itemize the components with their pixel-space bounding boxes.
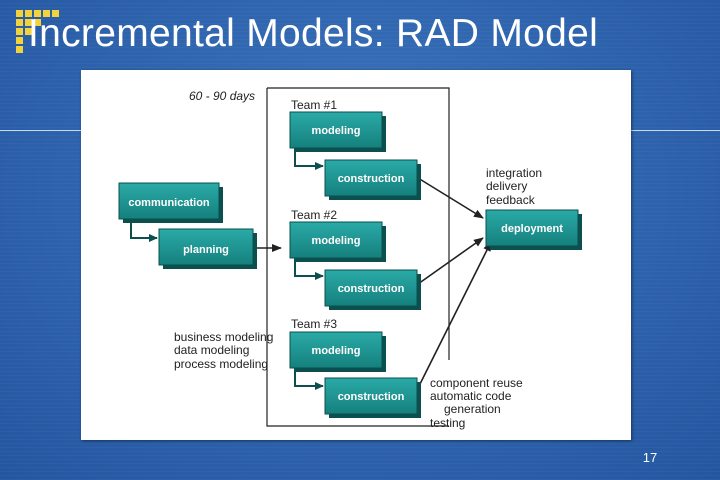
deployment-box: deployment — [485, 209, 582, 250]
construction-note-testing: testing — [430, 416, 465, 430]
team-2-modeling-label: modeling — [312, 235, 361, 247]
deployment-note-integration: integration — [486, 166, 542, 180]
modeling-note-business: business modeling — [174, 330, 273, 344]
team-2-construction-box: construction — [324, 269, 421, 310]
slide-title: Incremental Models: RAD Model — [28, 12, 599, 55]
construction-note-generation: generation — [444, 402, 501, 416]
communication-to-planning-connector — [130, 222, 158, 242]
modeling-note-data: data modeling — [174, 343, 249, 357]
team-3-modeling-label: modeling — [312, 345, 361, 357]
team-1-modeling-box: modeling — [289, 111, 386, 152]
team-3-label: Team #3 — [291, 317, 337, 331]
team-2-modeling-to-construction-connector — [294, 258, 324, 280]
team-2-construction-label: construction — [338, 283, 405, 295]
team-2-modeling-box: modeling — [289, 221, 386, 262]
rad-model-diagram: 60 - 90 days Team #1 Team #2 Team #3 com… — [81, 70, 631, 440]
timebox-bracket — [267, 87, 450, 360]
title-rule-right — [631, 130, 720, 131]
logo-grid-icon — [8, 8, 66, 54]
team-1-construction-box: construction — [324, 159, 421, 200]
page-number: 17 — [642, 450, 658, 465]
construction-note-automatic-code: automatic code — [430, 389, 512, 403]
team-3-modeling-to-construction-connector — [294, 368, 324, 390]
team-3-to-deployment-arrow — [417, 241, 492, 389]
title-rule-left — [0, 130, 81, 131]
timebox-label: 60 - 90 days — [189, 89, 255, 103]
modeling-note-process: process modeling — [174, 357, 268, 371]
communication-box: communication — [118, 182, 223, 223]
team-1-modeling-to-construction-connector — [294, 148, 324, 170]
planning-box: planning — [158, 228, 257, 269]
team-2-label: Team #2 — [291, 208, 337, 222]
timebox-bracket-bottom — [266, 88, 449, 427]
deployment-label: deployment — [501, 223, 563, 235]
team-3-construction-label: construction — [338, 391, 405, 403]
communication-label: communication — [128, 197, 210, 209]
team-3-modeling-box: modeling — [289, 331, 386, 372]
team-1-to-deployment-arrow — [417, 177, 484, 219]
construction-note-component-reuse: component reuse — [430, 376, 523, 390]
team-1-label: Team #1 — [291, 98, 337, 112]
team-1-construction-label: construction — [338, 173, 405, 185]
deployment-note-feedback: feedback — [486, 193, 536, 207]
team-1-modeling-label: modeling — [312, 125, 361, 137]
team-3-construction-box: construction — [324, 377, 421, 418]
deployment-note-delivery: delivery — [486, 179, 527, 193]
planning-label: planning — [183, 244, 229, 256]
team-2-to-deployment-arrow — [417, 237, 484, 285]
